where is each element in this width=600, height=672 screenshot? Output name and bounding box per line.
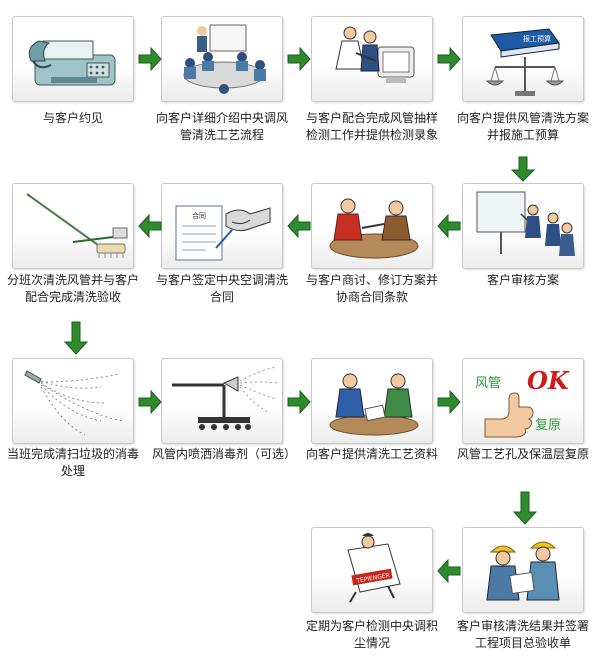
arrow-down-icon	[510, 156, 536, 182]
cleaning-brush-icon	[26, 193, 128, 258]
step-caption-2: 向客户详细介绍中央调风管清洗工艺流程	[155, 111, 288, 142]
step-caption-6: 与客户商讨、修订方案并协商合同条款	[305, 273, 438, 304]
step-card-13	[462, 527, 584, 613]
step-card-14: TEPIENGER	[311, 527, 433, 613]
arrow-right-icon	[138, 46, 162, 72]
arrow-left-icon	[437, 213, 461, 239]
step-caption-14: 定期为客户检测中央调积尘情况	[305, 619, 438, 650]
negotiation-table-icon	[329, 198, 419, 259]
contract-handshake-icon: 合同	[175, 205, 271, 261]
arrow-right-icon	[437, 389, 461, 415]
step-card-10	[161, 358, 283, 444]
ok-word-right: 复原	[535, 418, 561, 433]
arrow-left-icon	[287, 213, 311, 239]
step-card-1	[12, 16, 134, 102]
step-card-2	[161, 16, 283, 102]
step-caption-10: 风管内喷洒消毒剂（可选）	[152, 447, 297, 461]
thumbs-up-ok-icon: 风管 OK 复原	[475, 366, 570, 438]
step-caption-1: 与客户约见	[42, 111, 103, 125]
book-title: 报工预算	[523, 34, 551, 43]
arrow-right-icon	[138, 389, 162, 415]
arrow-right-icon	[287, 389, 311, 415]
meeting-presentation-icon	[183, 24, 266, 94]
step-card-6	[311, 183, 433, 269]
step-caption-5: 客户审核方案	[486, 273, 559, 287]
step-card-4: 报工预算	[462, 16, 584, 102]
step-caption-9: 当班完成清扫垃圾的消毒处理	[6, 447, 139, 478]
contract-title: 合同	[192, 211, 206, 220]
step-card-3	[311, 16, 433, 102]
whiteboard-review-icon	[476, 191, 575, 256]
workers-signing-icon	[486, 541, 560, 601]
inspection-computer-icon	[335, 26, 415, 83]
disinfect-spray-icon	[24, 370, 124, 436]
step-caption-8: 分班次清洗风管并与客户配合完成清洗验收	[6, 273, 139, 304]
arrow-left-icon	[437, 558, 461, 584]
scale-book-icon: 报工预算	[485, 28, 565, 96]
step-caption-13: 客户审核清洗结果并签署工程项目总验收单	[456, 619, 589, 650]
step-card-12: 风管 OK 复原	[462, 358, 584, 444]
step-card-11	[311, 358, 433, 444]
step-caption-4: 向客户提供风管清洗方案并报施工预算	[456, 111, 589, 142]
step-card-9	[12, 358, 134, 444]
step-caption-7: 与客户签定中央空调清洗合同	[155, 273, 288, 304]
step-card-7: 合同	[161, 183, 283, 269]
ok-word-ok: OK	[527, 366, 570, 395]
arrow-down-icon	[63, 321, 89, 355]
arrow-left-icon	[138, 213, 162, 239]
arrow-right-icon	[287, 46, 311, 72]
step-caption-11: 向客户提供清洗工艺资料	[305, 447, 438, 461]
step-caption-3: 与客户配合完成风管抽样检测工作并提供检测录象	[305, 111, 438, 142]
step-caption-12: 风管工艺孔及保温层复原	[456, 447, 589, 461]
arrow-down-icon	[512, 491, 538, 525]
duct-spray-cart-icon	[172, 366, 279, 430]
dust-test-box-icon: TEPIENGER	[347, 533, 401, 603]
step-card-8	[12, 183, 134, 269]
ok-word-left: 风管	[475, 376, 501, 391]
fax-machine-icon	[28, 40, 116, 86]
step-card-5	[462, 183, 584, 269]
arrow-right-icon	[437, 46, 461, 72]
document-handover-icon	[329, 373, 419, 436]
